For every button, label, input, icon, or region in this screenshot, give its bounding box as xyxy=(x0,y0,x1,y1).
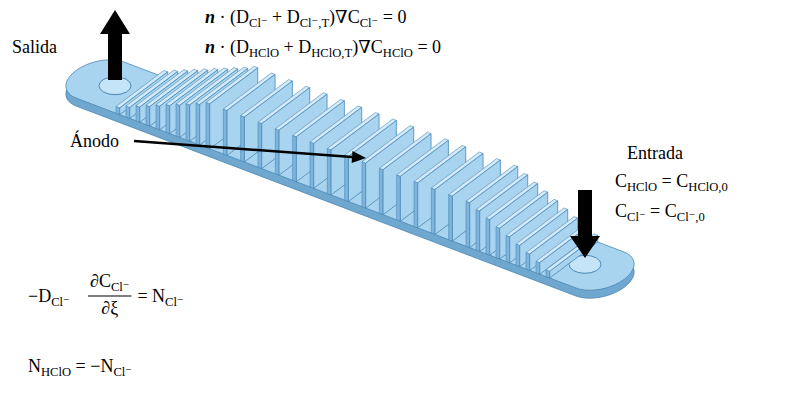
fin-edge xyxy=(449,195,453,241)
flow-arrows xyxy=(100,10,600,258)
fin-edge xyxy=(310,142,314,188)
port-label: Entrada xyxy=(627,142,683,164)
flux-equation: NHClO = −NCl⁻ xyxy=(28,355,132,379)
fin-edge xyxy=(379,168,383,214)
fraction-numerator: ∂CCl⁻ xyxy=(90,270,129,294)
fin-edge xyxy=(156,105,160,130)
fin-edge xyxy=(206,102,210,148)
inlet-arrow xyxy=(570,190,600,258)
fin-edge xyxy=(345,155,349,201)
fin-edge xyxy=(362,162,366,208)
fin-edge xyxy=(536,261,540,274)
plate-top xyxy=(66,60,634,290)
fin-edge xyxy=(146,105,150,126)
fin-edge xyxy=(126,106,130,118)
fin-edge xyxy=(196,103,200,145)
leader-arrowhead xyxy=(352,151,366,163)
fin-edge xyxy=(526,253,530,271)
reactor-body xyxy=(66,60,634,298)
fin-edge xyxy=(496,227,500,259)
fin-edge xyxy=(466,201,470,247)
fin-edge xyxy=(516,244,520,267)
boundary-equation: CCl⁻ = CCl⁻,0 xyxy=(615,200,705,224)
part-label: Ánodo xyxy=(70,130,119,152)
outlet-arrow xyxy=(100,10,130,80)
fin-edge xyxy=(397,175,401,221)
boundary-equation: n · (DHClO + DHClO,T)∇CHClO = 0 xyxy=(205,36,441,60)
boundary-equation: CHClO = CHClO,0 xyxy=(615,170,728,194)
fin-edge xyxy=(258,122,262,168)
fraction-denominator: ∂ξ xyxy=(101,297,118,319)
fin-edge xyxy=(176,104,180,137)
fin-edge xyxy=(166,104,170,133)
fin-edge xyxy=(136,106,140,123)
flux-equation: = NCl⁻ xyxy=(137,285,183,309)
fin-edge xyxy=(431,188,435,234)
fin-edge xyxy=(506,235,510,262)
fin-edge xyxy=(486,218,490,255)
port-label: Salida xyxy=(12,36,57,58)
fin-edge xyxy=(476,210,480,252)
fin-edge xyxy=(414,181,418,227)
fraction-bar xyxy=(88,295,131,296)
fin-edge xyxy=(241,116,245,162)
boundary-equation: n · (DCl⁻ + DCl⁻,T)∇CCl⁻ = 0 xyxy=(205,6,406,30)
plate-side xyxy=(66,68,634,298)
fin-edge xyxy=(293,135,297,181)
fin-edge xyxy=(186,104,190,142)
flux-equation: −DCl⁻ xyxy=(28,285,70,309)
leader-line xyxy=(134,141,352,157)
